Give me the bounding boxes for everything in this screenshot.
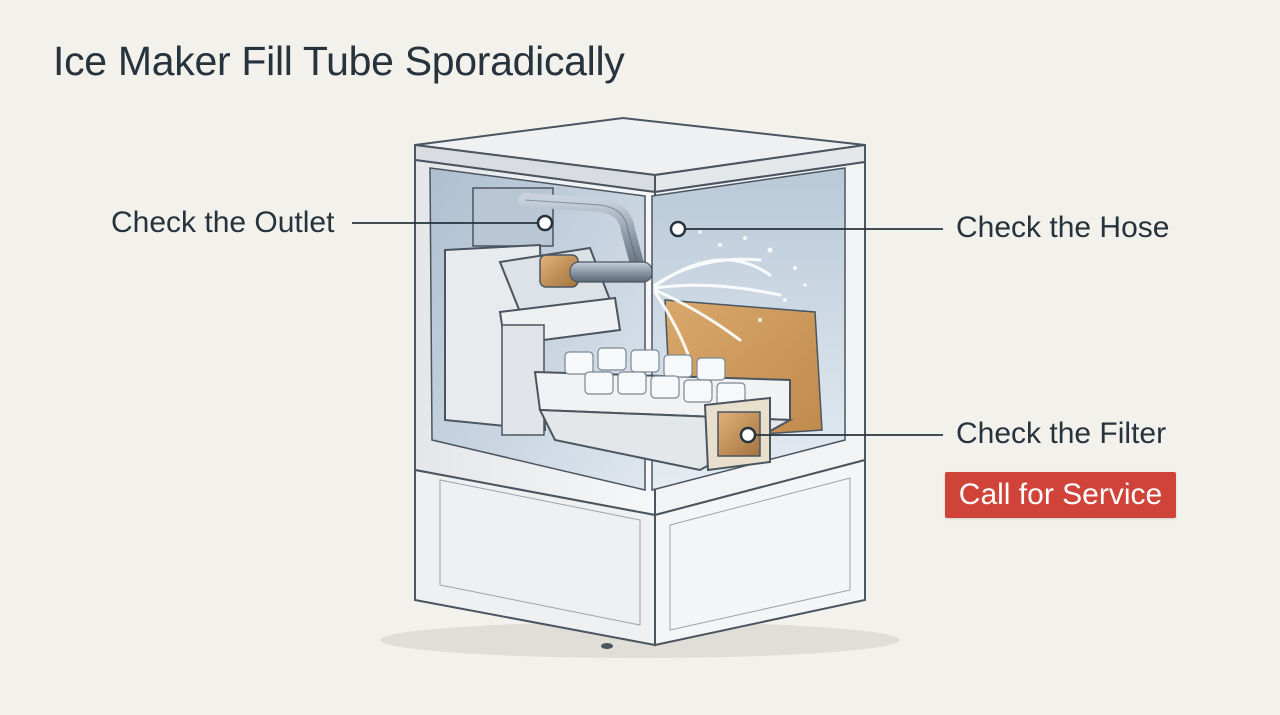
call-for-service-button[interactable]: Call for Service (945, 472, 1176, 518)
page-title: Ice Maker Fill Tube Sporadically (53, 38, 625, 84)
callout-dot-icon (536, 214, 757, 444)
callout-check-filter: Check the Filter (956, 417, 1167, 450)
callout-check-outlet: Check the Outlet (111, 206, 335, 239)
callout-check-hose: Check the Hose (956, 211, 1170, 244)
